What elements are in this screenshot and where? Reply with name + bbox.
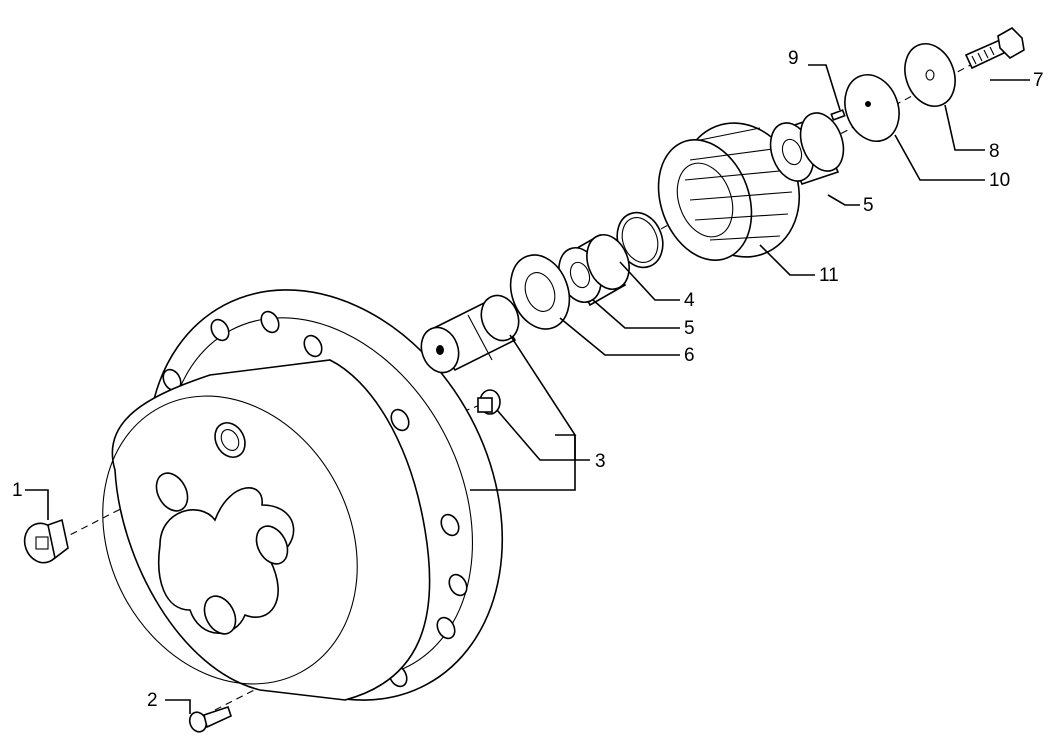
callout-labels: 1 2 3 4 5 6 7 8 9 10 5 11 xyxy=(12,48,1044,711)
part-5-gear-upper xyxy=(769,112,845,185)
callout-4: 4 xyxy=(684,290,695,311)
callout-7: 7 xyxy=(1033,70,1044,91)
part-5-gear-lower xyxy=(558,233,630,307)
part-3-bolt xyxy=(477,389,501,415)
callout-5-lower: 5 xyxy=(684,318,695,339)
callout-9: 9 xyxy=(788,48,799,69)
part-2-screw xyxy=(188,705,232,733)
part-4-ring xyxy=(616,211,664,269)
callout-3: 3 xyxy=(595,451,606,472)
callout-8: 8 xyxy=(989,141,1000,162)
part-10-plate xyxy=(844,74,900,142)
hub-housing xyxy=(102,289,504,701)
callout-11: 11 xyxy=(819,265,839,286)
part-6-washer xyxy=(509,254,571,330)
part-9-pin xyxy=(830,109,846,121)
callout-1: 1 xyxy=(12,480,23,501)
callout-2: 2 xyxy=(147,690,158,711)
callout-5-upper: 5 xyxy=(863,195,874,216)
part-7-bolt xyxy=(964,27,1025,70)
callout-10: 10 xyxy=(989,170,1010,191)
part-1-plug xyxy=(23,518,69,564)
part-3-pin xyxy=(420,294,520,374)
leader-lines xyxy=(25,64,1030,714)
callout-6: 6 xyxy=(684,345,695,366)
part-8-washer xyxy=(904,43,956,107)
part-11-large-gear xyxy=(657,122,801,261)
flange-holes xyxy=(162,310,468,688)
